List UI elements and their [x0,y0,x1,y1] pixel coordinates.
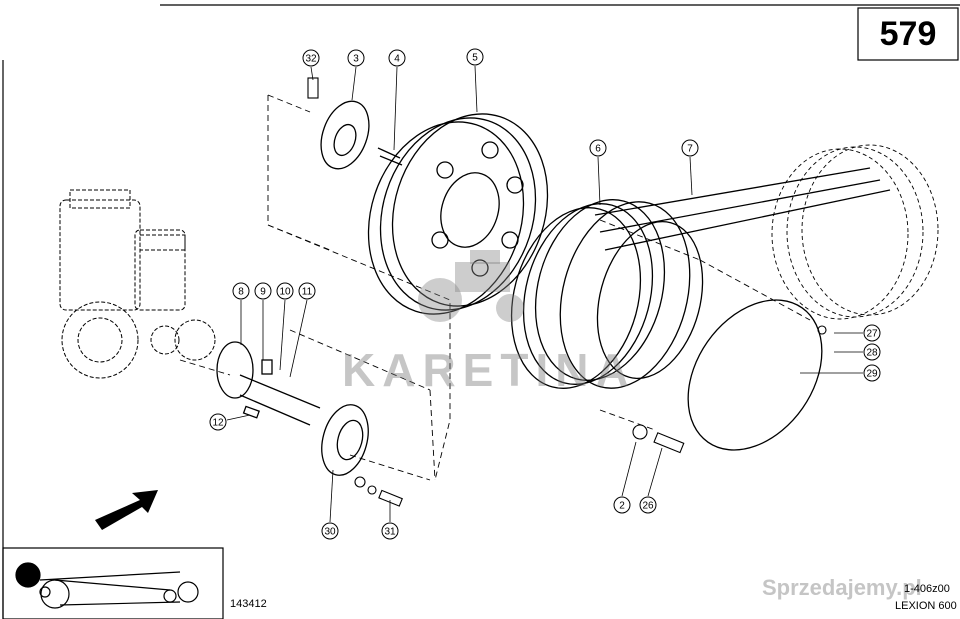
callouts: 32 3 4 5 6 7 8 9 10 11 12 27 28 29 2 26 … [209,48,881,540]
svg-text:8: 8 [238,287,244,298]
callout-27: 27 [863,324,881,342]
callout-11: 11 [298,282,316,300]
svg-text:30: 30 [324,527,336,538]
engine-block [59,189,216,379]
tractor-logo-watermark [418,250,524,322]
svg-text:32: 32 [305,54,317,65]
svg-text:2: 2 [619,501,625,512]
svg-text:11: 11 [302,287,313,298]
svg-text:12: 12 [212,418,224,429]
flange-3 [320,100,403,170]
drawing-code: 143412 [230,598,267,610]
callout-12: 12 [209,413,227,431]
callout-leaders [226,65,863,523]
callout-32: 32 [302,49,320,67]
svg-text:3: 3 [353,54,359,65]
frame-lines [2,4,960,619]
callout-31: 31 [381,522,399,540]
rear-pulley [771,144,939,320]
callout-28: 28 [863,343,881,361]
callout-26: 26 [639,496,657,514]
model-name: LEXION 600 [895,600,957,612]
direction-arrow [95,490,158,530]
svg-text:6: 6 [595,144,601,155]
fasteners [307,77,827,507]
callout-2: 2 [613,496,631,514]
svg-text:29: 29 [866,369,878,380]
svg-text:31: 31 [384,527,396,538]
svg-text:4: 4 [394,54,400,65]
pulley-5 [367,113,549,315]
svg-text:7: 7 [687,144,693,155]
belt-schematic [15,562,199,609]
belt-7 [594,167,891,251]
svg-text:9: 9 [260,287,266,298]
svg-text:10: 10 [279,287,291,298]
callout-3: 3 [347,49,365,67]
callout-4: 4 [388,49,406,67]
reference-code: 1-406z00 [904,583,950,595]
svg-text:27: 27 [866,329,878,340]
callout-30: 30 [321,522,339,540]
cover-plate-29 [687,299,823,451]
brand-watermark: KARETINA [342,344,636,396]
callout-6: 6 [589,139,607,157]
site-watermark: Sprzedajemy.pl [762,575,922,600]
shaft-assembly [216,341,369,476]
callout-10: 10 [276,282,294,300]
svg-text:28: 28 [866,348,878,359]
callout-7: 7 [681,139,699,157]
pulley-6 [510,199,704,389]
svg-text:26: 26 [642,501,654,512]
callout-9: 9 [254,282,272,300]
svg-text:5: 5 [472,53,478,64]
callout-29: 29 [863,364,881,382]
page-number: 579 [879,14,937,53]
callout-5: 5 [466,48,484,66]
callout-8: 8 [232,282,250,300]
